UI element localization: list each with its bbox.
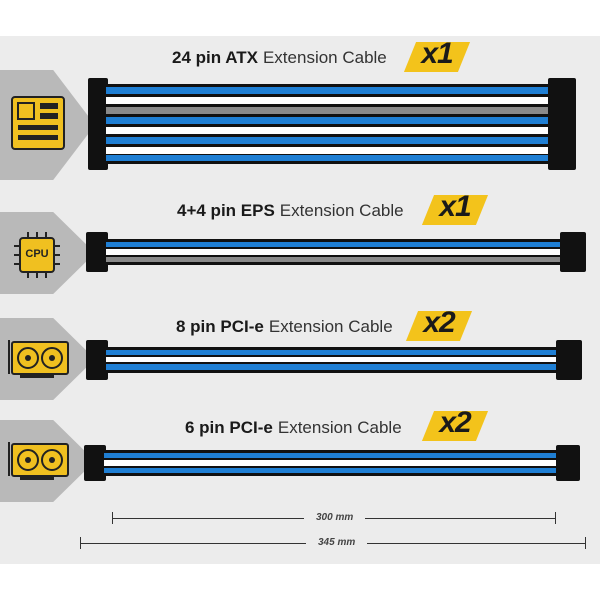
atx-cable (88, 78, 588, 170)
dimension-label-300: 300 mm (304, 512, 366, 523)
connector-left (86, 340, 108, 380)
cable-sleeve (106, 347, 558, 373)
quantity-badge: x2 (405, 306, 473, 341)
pin-label: 24 pin ATX (172, 48, 258, 67)
quantity-text: x1 (421, 37, 453, 70)
dimension-label-345: 345 mm (306, 537, 368, 548)
pin-label: 6 pin PCI-e (185, 418, 273, 437)
quantity-text: x2 (423, 306, 455, 339)
graphics-card-icon (8, 442, 69, 480)
quantity-text: x1 (439, 190, 471, 223)
cpu-icon: CPU (14, 232, 60, 278)
cable-label: Extension Cable (279, 201, 404, 220)
connector-left (84, 445, 106, 481)
cable-label: Extension Cable (268, 317, 393, 336)
graphics-card-icon (8, 340, 69, 378)
cable-sleeve (106, 239, 562, 265)
motherboard-icon (11, 96, 65, 150)
quantity-badge: x2 (421, 406, 489, 441)
quantity-badge: x1 (421, 190, 489, 225)
connector-left (88, 78, 108, 170)
pcie-8pin-cable (86, 340, 590, 380)
pin-label: 4+4 pin EPS (177, 201, 275, 220)
connector-right (548, 78, 576, 170)
connector-left (86, 232, 108, 272)
cpu-label: CPU (25, 248, 49, 260)
eps-cable (86, 232, 594, 272)
quantity-badge: x1 (403, 37, 471, 72)
connector-right (556, 340, 582, 380)
cable-label: Extension Cable (262, 48, 387, 67)
quantity-text: x2 (439, 406, 471, 439)
cable-sleeve (104, 450, 558, 476)
connector-right (556, 445, 580, 481)
pcie-6pin-cable (84, 445, 588, 481)
cable-label: Extension Cable (277, 418, 402, 437)
pin-label: 8 pin PCI-e (176, 317, 264, 336)
cable-sleeve (106, 84, 550, 164)
connector-right (560, 232, 586, 272)
